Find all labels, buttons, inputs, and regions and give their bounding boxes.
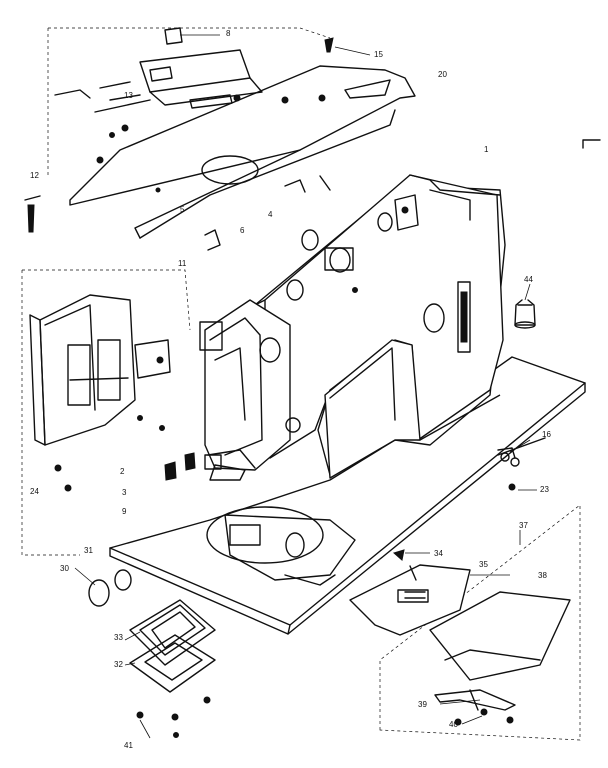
callout-16: 16 — [542, 430, 551, 439]
callout-24: 24 — [30, 487, 39, 496]
callout-35: 35 — [479, 560, 488, 569]
machine-body — [109, 174, 586, 635]
callout-20: 20 — [438, 70, 447, 79]
top-cover-assembly — [24, 27, 416, 251]
callout-31: 31 — [84, 546, 93, 555]
face-plate — [39, 294, 136, 446]
callout-3: 3 — [122, 488, 127, 497]
callout-labels: 8 15 20 13 1 5 6 4 11 44 16 23 37 34 35 … — [30, 29, 551, 750]
callout-33: 33 — [114, 633, 123, 642]
callout-40: 40 — [449, 720, 458, 729]
callout-5: 5 — [180, 205, 185, 214]
inspection-plate — [129, 599, 216, 666]
callout-30: 30 — [60, 564, 69, 573]
knob-and-plate — [88, 569, 216, 738]
callout-23: 23 — [540, 485, 549, 494]
hinged-plate — [139, 49, 251, 93]
callout-2: 2 — [120, 467, 125, 476]
callout-34: 34 — [434, 549, 443, 558]
slide-plate-assembly — [349, 504, 581, 741]
head-end — [204, 299, 291, 471]
callout-37: 37 — [519, 521, 528, 530]
callout-38: 38 — [538, 571, 547, 580]
callout-44: 44 — [524, 275, 533, 284]
callout-41: 41 — [124, 741, 133, 750]
needle-plate — [349, 564, 471, 636]
callout-8: 8 — [226, 29, 231, 38]
callout-39: 39 — [418, 700, 427, 709]
margin-bracket — [582, 139, 601, 149]
screws-right — [497, 437, 546, 491]
slide-cover — [429, 591, 571, 681]
callout-32: 32 — [114, 660, 123, 669]
callout-4: 4 — [268, 210, 273, 219]
top-cover-plate — [69, 65, 416, 206]
leader-lines — [74, 34, 537, 739]
callout-1: 1 — [484, 145, 489, 154]
callout-12: 12 — [30, 171, 39, 180]
callout-13: 13 — [124, 91, 133, 100]
spool-pin — [514, 299, 536, 329]
callout-6: 6 — [240, 226, 245, 235]
callout-9: 9 — [122, 507, 127, 516]
callout-11: 11 — [178, 259, 187, 268]
callout-15: 15 — [374, 50, 383, 59]
face-plate-assembly — [21, 269, 196, 556]
